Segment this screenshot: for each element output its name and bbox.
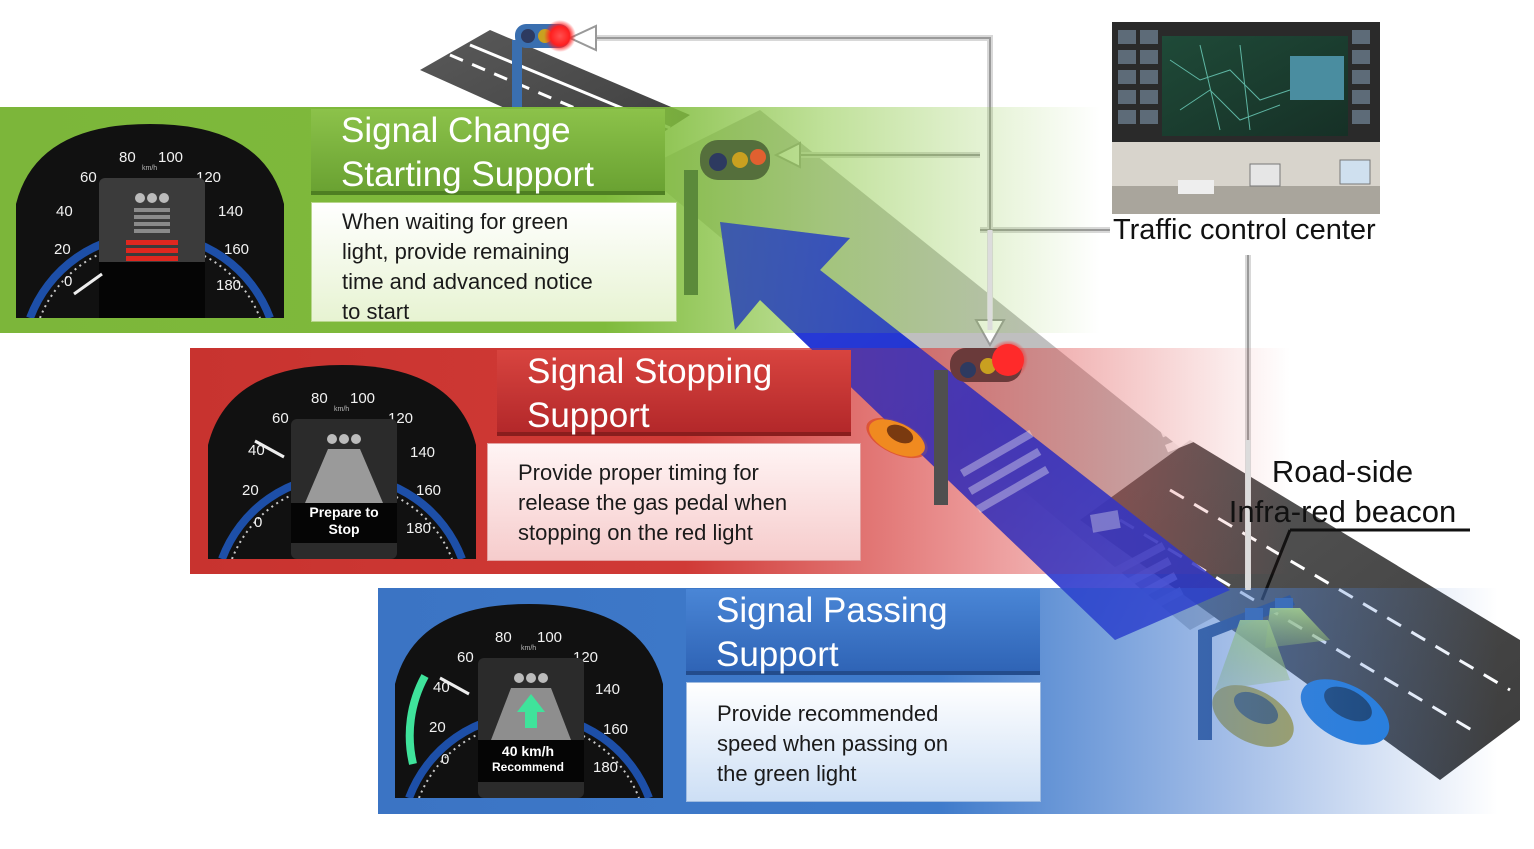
tick-100: 100 — [350, 390, 375, 407]
stopping-support-title: Signal Stopping Support — [497, 350, 851, 436]
gauge-unit: km/h — [142, 165, 157, 172]
starting-support-title: Signal Change Starting Support — [311, 109, 665, 195]
beacon-label: Road-side Infra-red beacon — [1205, 452, 1480, 532]
tick-40: 40 — [248, 442, 265, 459]
desc-line: speed when passing on — [717, 731, 949, 756]
tick-80: 80 — [495, 629, 512, 646]
gauge-message-line2: Recommend — [492, 760, 564, 774]
tick-20: 20 — [242, 482, 259, 499]
tick-140: 140 — [595, 681, 620, 698]
tick-20: 20 — [54, 241, 71, 258]
title-line-1: Signal Passing — [716, 591, 948, 630]
tick-160: 160 — [416, 482, 441, 499]
title-line-2: Support — [527, 396, 650, 435]
tick-0: 0 — [441, 751, 449, 768]
desc-line: light, provide remaining — [342, 239, 570, 264]
desc-line: stopping on the red light — [518, 520, 753, 545]
go-arrow-icon — [517, 694, 545, 728]
title-line-2: Starting Support — [341, 155, 594, 194]
tick-40: 40 — [433, 679, 450, 696]
starting-support-description: When waiting for green light, provide re… — [311, 202, 677, 324]
title-line-2: Support — [716, 635, 839, 674]
desc-line: Provide recommended — [717, 701, 939, 726]
beacon-label-line2: Infra-red beacon — [1228, 494, 1457, 529]
passing-support-title: Signal Passing Support — [686, 589, 1040, 675]
stopping-support-description: Provide proper timing for release the ga… — [487, 443, 861, 561]
tick-80: 80 — [311, 390, 328, 407]
tick-60: 60 — [80, 169, 97, 186]
tick-180: 180 — [593, 759, 618, 776]
desc-line: release the gas pedal when — [518, 490, 788, 515]
tick-140: 140 — [218, 203, 243, 220]
tick-20: 20 — [429, 719, 446, 736]
tick-80: 80 — [119, 149, 136, 166]
control-center-photo — [1112, 22, 1380, 214]
tick-180: 180 — [406, 520, 431, 537]
gauge-message-line1: 40 km/h — [502, 743, 554, 759]
arrowhead-top-signal — [567, 24, 597, 52]
tick-160: 160 — [603, 721, 628, 738]
tick-0: 0 — [64, 273, 72, 290]
tick-60: 60 — [272, 410, 289, 427]
desc-line: to start — [342, 299, 410, 324]
gauge-unit: km/h — [521, 645, 536, 652]
tick-100: 100 — [537, 629, 562, 646]
traffic-control-center-label: Traffic control center — [1113, 214, 1376, 246]
desc-line: Provide proper timing for — [518, 460, 759, 485]
gauge-message-line2: Stop — [328, 521, 359, 537]
tick-0: 0 — [254, 514, 262, 531]
title-line-1: Signal Change — [341, 111, 571, 150]
tick-100: 100 — [158, 149, 183, 166]
gauge-starting: 0 20 40 60 80 100 120 140 160 180 km/h — [16, 124, 284, 318]
desc-line: time and advanced notice — [342, 269, 593, 294]
tick-140: 140 — [410, 444, 435, 461]
beacon-label-line1: Road-side — [1271, 454, 1414, 489]
title-line-1: Signal Stopping — [527, 352, 773, 391]
gauge-unit: km/h — [334, 406, 349, 413]
traffic-signal-top — [512, 20, 576, 110]
passing-support-description: Provide recommended speed when passing o… — [686, 682, 1041, 802]
desc-line: the green light — [717, 761, 857, 786]
tick-180: 180 — [216, 277, 241, 294]
tick-40: 40 — [56, 203, 73, 220]
gauge-stopping: 0 20 40 60 80 100 120 140 160 180 km/h P… — [208, 365, 476, 559]
desc-line: When waiting for green — [342, 209, 569, 234]
gauge-message-line1: Prepare to — [309, 504, 378, 520]
tick-160: 160 — [224, 241, 249, 258]
gauge-passing: 0 20 40 60 80 100 120 140 160 180 km/h 4… — [395, 604, 663, 798]
tick-60: 60 — [457, 649, 474, 666]
